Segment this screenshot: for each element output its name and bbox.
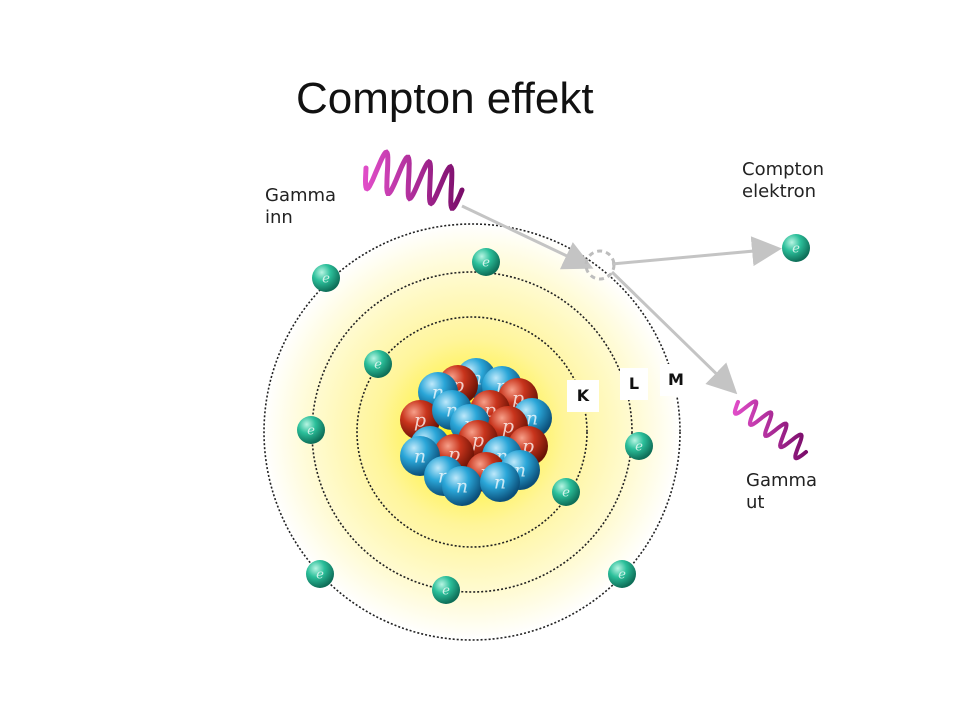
electron-1: e <box>552 478 580 506</box>
svg-text:p: p <box>502 415 514 437</box>
svg-text:e: e <box>792 241 800 256</box>
svg-text:e: e <box>374 357 382 372</box>
svg-text:e: e <box>618 567 626 582</box>
vacated-electron-position <box>584 249 616 281</box>
electron-out-arrow <box>611 236 782 267</box>
svg-text:n: n <box>526 407 538 429</box>
orbit-l <box>311 271 633 593</box>
svg-text:n: n <box>414 445 426 467</box>
gamma-out-label: Gamma ut <box>746 470 818 513</box>
svg-text:p: p <box>472 429 484 451</box>
neutron-20: n <box>442 466 482 506</box>
svg-text:e: e <box>635 439 643 454</box>
electron-5: e <box>432 576 460 604</box>
shell-label-m: M <box>660 364 692 396</box>
shell-label-l: L <box>620 368 648 400</box>
gamma-in-wave <box>362 149 465 211</box>
nucleus: npnpnpnpnnpnpppnnnpnnn <box>400 358 552 506</box>
shell-label-k: K <box>567 380 599 412</box>
svg-text:e: e <box>562 485 570 500</box>
gamma-out-arrow <box>610 270 738 395</box>
gamma-in-arrow <box>461 204 594 270</box>
compton-electron-label: Compton elektron <box>742 159 825 202</box>
svg-text:p: p <box>414 409 426 431</box>
svg-text:e: e <box>442 583 450 598</box>
svg-text:e: e <box>482 255 490 270</box>
page-title: Compton effekt <box>296 74 594 123</box>
electron-6: e <box>312 264 340 292</box>
electron-2: e <box>472 248 500 276</box>
neutron-21: n <box>480 462 520 502</box>
svg-text:n: n <box>494 471 506 493</box>
electrons: e e e e e e e e e e <box>297 234 810 604</box>
svg-text:n: n <box>456 475 468 497</box>
svg-text:e: e <box>316 567 324 582</box>
electron-7: e <box>306 560 334 588</box>
orbit-m <box>263 223 681 641</box>
electron-3: e <box>297 416 325 444</box>
gamma-in-label: Gamma inn <box>265 185 337 228</box>
gamma-out-wave <box>732 399 808 461</box>
electron-4: e <box>625 432 653 460</box>
orbit-k <box>356 316 588 548</box>
electron-8: e <box>608 560 636 588</box>
svg-text:e: e <box>322 271 330 286</box>
electron-0: e <box>364 350 392 378</box>
compton-electron: e <box>782 234 810 262</box>
svg-text:e: e <box>307 423 315 438</box>
